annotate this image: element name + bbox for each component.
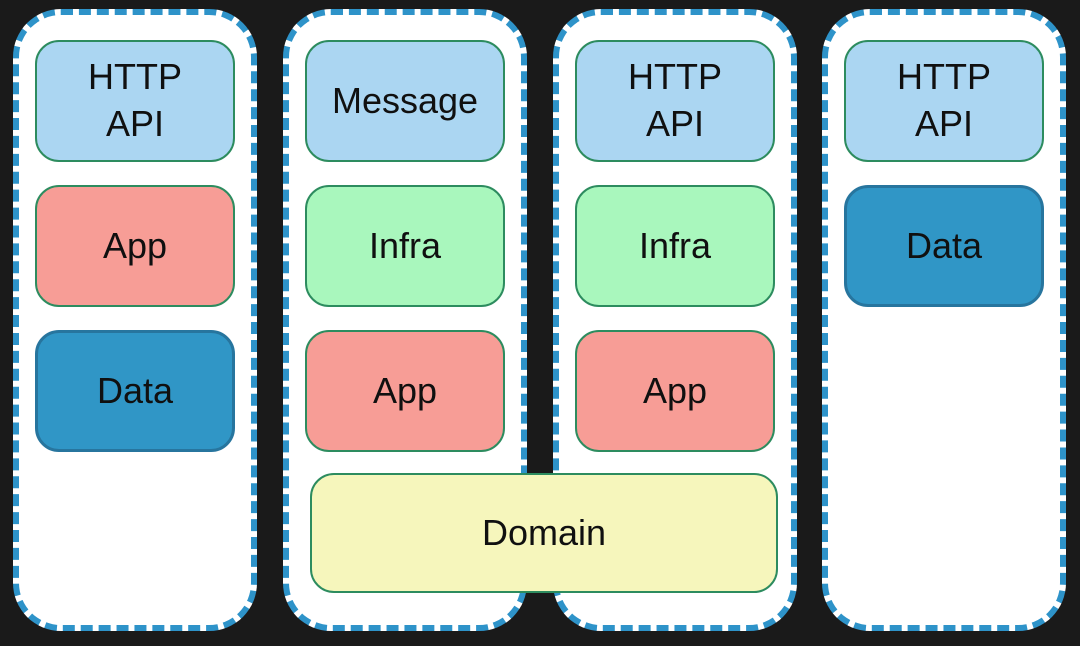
box-http-api: HTTP API <box>35 40 235 162</box>
box-label: Infra <box>368 224 442 266</box>
box-app: App <box>305 330 505 452</box>
service-column-2: Message Infra App <box>283 9 527 631</box>
box-label: App <box>372 369 438 411</box>
box-infra: Infra <box>305 185 505 307</box>
box-label: Infra <box>638 224 712 266</box>
box-label: App <box>102 224 168 266</box>
box-app: App <box>35 185 235 307</box>
box-label: Data <box>96 369 174 411</box>
box-data: Data <box>35 330 235 452</box>
service-column-1: HTTP API App Data <box>13 9 257 631</box>
box-app: App <box>575 330 775 452</box>
box-label: App <box>642 369 708 411</box>
box-message: Message <box>305 40 505 162</box>
box-label: HTTP API <box>628 56 722 144</box>
box-label: HTTP API <box>88 56 182 144</box>
box-label: Message <box>331 79 479 121</box>
box-http-api: HTTP API <box>844 40 1044 162</box>
service-column-4: HTTP API Data <box>822 9 1066 631</box>
box-label: HTTP API <box>897 56 991 144</box>
box-http-api: HTTP API <box>575 40 775 162</box>
box-label: Data <box>905 224 983 266</box>
box-data: Data <box>844 185 1044 307</box>
box-label: Domain <box>481 511 607 553</box>
box-domain: Domain <box>310 473 778 593</box>
box-infra: Infra <box>575 185 775 307</box>
